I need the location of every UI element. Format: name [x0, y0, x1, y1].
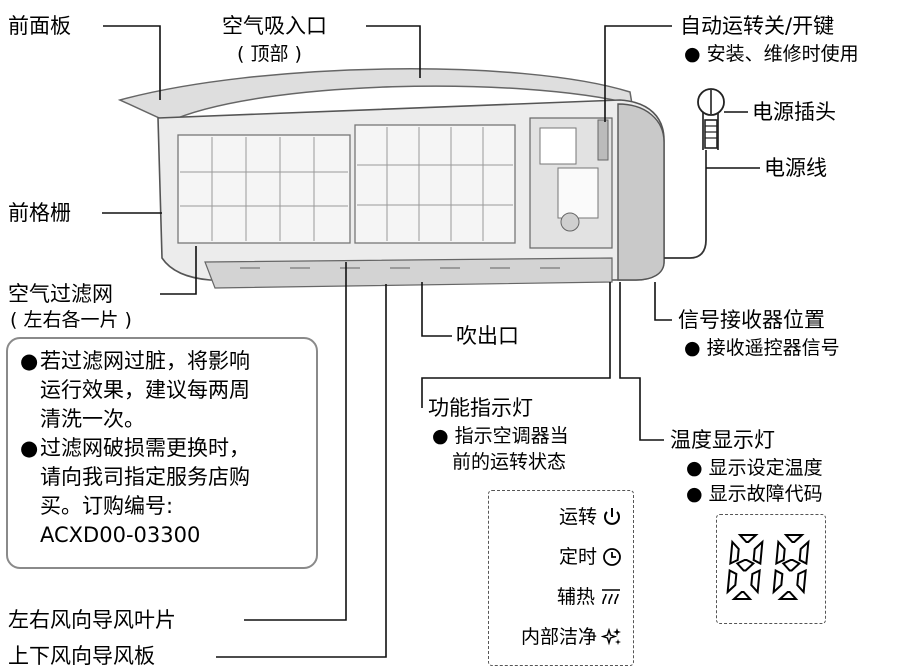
digit-segment	[735, 559, 756, 572]
digit-segment	[729, 539, 740, 566]
digit-segment	[737, 534, 759, 543]
function-row-heater: 辅热	[557, 585, 623, 609]
temp-display-note-1: ● 显示设定温度	[686, 457, 823, 479]
digit-segment	[772, 568, 784, 595]
function-row-clean: 内部洁净	[521, 625, 623, 649]
temperature-display-panel	[716, 514, 826, 624]
note-line: 过滤网破损需更换时，	[40, 436, 250, 460]
function-label: 定时	[558, 546, 597, 568]
timer-clock-icon	[603, 548, 621, 566]
filter-note-bullet-1: ● 若过滤网过脏，将影响 运行效果，建议每两周 清洗一次。	[18, 347, 306, 434]
note-line: 清洗一次。	[40, 407, 145, 431]
seven-segment-display	[726, 534, 810, 600]
digit-segment	[731, 591, 753, 600]
digit-segment	[750, 568, 761, 595]
air-outlet-label: 吹出口	[456, 324, 519, 348]
digit-segment	[781, 559, 802, 572]
power-plug-icon	[697, 88, 725, 149]
note-line: 运行效果，建议每两周	[40, 378, 250, 402]
right-filter	[354, 124, 516, 244]
signal-receiver-label: 信号接收器位置	[678, 308, 825, 332]
power-cord-label: 电源线	[764, 156, 827, 180]
power-plug-label: 电源插头	[752, 100, 836, 124]
auto-switch-label: 自动运转关/开键	[680, 14, 835, 38]
temp-display-label: 温度显示灯	[670, 428, 775, 452]
air-filter-label: 空气过滤网	[8, 282, 113, 306]
auto-switch-note: ● 安装、维修时使用	[684, 43, 859, 65]
left-filter	[177, 134, 351, 244]
digit-segment	[752, 539, 764, 566]
digit-segment	[775, 539, 786, 566]
air-inlet-label: 空气吸入口	[222, 14, 327, 38]
note-line: 请向我司指定服务店购	[40, 465, 250, 489]
function-label: 运转	[558, 506, 597, 528]
outlet-band	[204, 257, 613, 289]
sparkle-clean-icon	[601, 627, 621, 646]
air-filter-sub-label: ( 左右各一片 )	[10, 309, 132, 331]
filter-note-box: ● 若过滤网过脏，将影响 运行效果，建议每两周 清洗一次。 ● 过滤网破损需更换…	[6, 337, 318, 569]
function-indicator-note-2: 前的运转状态	[452, 451, 567, 473]
unit-right-cap	[617, 103, 665, 281]
signal-receiver-note: ● 接收遥控器信号	[684, 337, 840, 359]
function-indicator-panel: 运转 定时 辅热 内部洁净	[488, 490, 634, 666]
air-conditioner-unit	[117, 68, 665, 289]
note-line: ACXD00-03300	[40, 523, 201, 547]
function-indicator-note-1: ● 指示空调器当	[432, 425, 569, 447]
front-panel-label: 前面板	[8, 14, 71, 38]
filter-note-bullet-2: ● 过滤网破损需更换时， 请向我司指定服务店购 买。订购编号: ACXD00-0…	[18, 434, 306, 550]
digit-segment	[796, 568, 807, 595]
digit-segment	[783, 534, 805, 543]
digit-segment	[798, 539, 810, 566]
heater-icon	[602, 589, 620, 605]
note-line: 若过滤网过脏，将影响	[40, 349, 250, 373]
power-icon	[604, 508, 620, 525]
digit-segment	[777, 591, 799, 600]
note-line: 买。订购编号:	[40, 494, 174, 518]
digit-segment	[726, 568, 738, 595]
function-label: 辅热	[556, 586, 595, 608]
air-inlet-sub-label: ( 顶部 )	[237, 43, 302, 65]
front-panel-shape	[117, 68, 633, 123]
front-grille-label: 前格栅	[8, 201, 71, 225]
lr-louver-label: 左右风向导风叶片	[8, 608, 176, 632]
leader-lines	[102, 25, 760, 658]
function-indicator-label: 功能指示灯	[428, 396, 533, 420]
bullet-dot: ●	[20, 349, 39, 373]
power-cord	[664, 93, 719, 259]
function-label: 内部洁净	[520, 626, 597, 648]
ud-louver-label: 上下风向导风板	[8, 644, 155, 668]
bullet-dot: ●	[20, 436, 39, 460]
function-row-run: 运转	[559, 505, 623, 529]
temp-display-note-2: ● 显示故障代码	[686, 483, 823, 505]
function-row-timer: 定时	[559, 545, 623, 569]
